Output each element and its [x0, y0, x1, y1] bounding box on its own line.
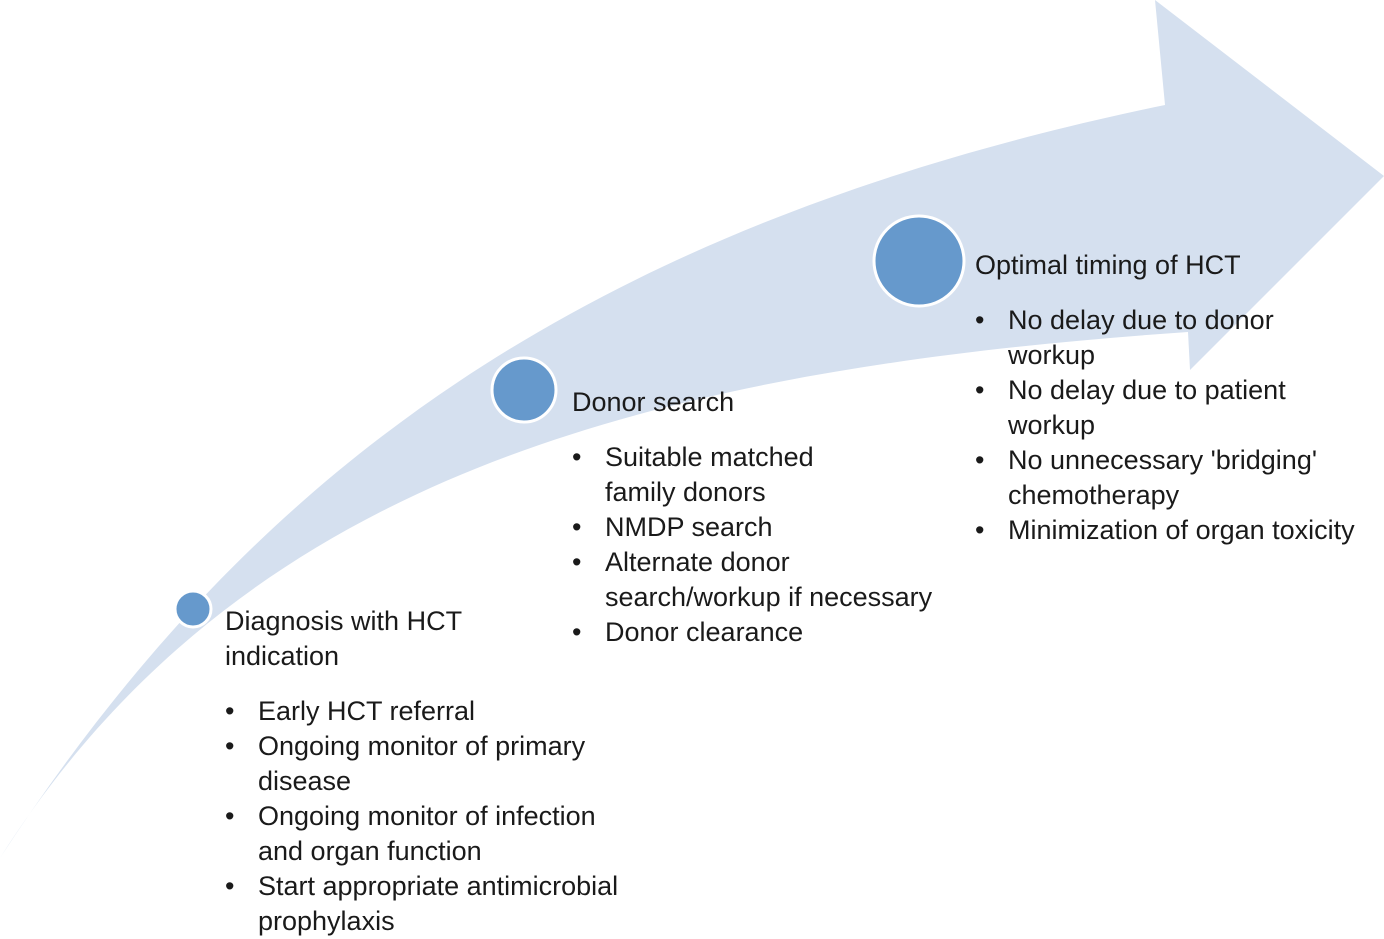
bullet-item: No unnecessary 'bridging' chemotherapy — [975, 443, 1355, 513]
bullet-item: No delay due to patient workup — [975, 373, 1355, 443]
bullet-line: disease — [258, 766, 352, 796]
stage-title-optimal-timing: Optimal timing of HCT — [975, 248, 1241, 283]
bullet-item: Suitable matched family donors — [572, 440, 932, 510]
bullet-line: family donors — [605, 477, 766, 507]
bullet-list-optimal-timing: No delay due to donor workup No delay du… — [975, 303, 1355, 548]
bullet-item: Ongoing monitor of infection and organ f… — [225, 799, 618, 869]
bullet-item: No delay due to donor workup — [975, 303, 1355, 373]
bullet-item: Early HCT referral — [225, 694, 618, 729]
bullet-line: prophylaxis — [258, 906, 395, 936]
bullet-list-donor-search: Suitable matched family donors NMDP sear… — [572, 440, 932, 650]
bullet-line: Ongoing monitor of primary — [258, 731, 586, 761]
bullet-line: No delay due to donor — [1008, 305, 1274, 335]
stage-title-line: Optimal timing of HCT — [975, 250, 1241, 280]
bullet-line: NMDP search — [605, 512, 773, 542]
bullet-line: Early HCT referral — [258, 696, 476, 726]
stage-title-line: Diagnosis with HCT — [225, 606, 463, 636]
bullet-line: search/workup if necessary — [605, 582, 933, 612]
bullet-line: workup — [1008, 410, 1096, 440]
bullet-line: Donor clearance — [605, 617, 804, 647]
bullet-line: and organ function — [258, 836, 482, 866]
curved-arrow-shape — [0, 0, 1384, 858]
stage-marker-diagnosis — [173, 589, 213, 629]
stage-title-donor-search: Donor search — [572, 385, 734, 420]
bullet-line: chemotherapy — [1008, 480, 1180, 510]
bullet-list-diagnosis: Early HCT referral Ongoing monitor of pr… — [225, 694, 618, 939]
bullet-line: Start appropriate antimicrobial — [258, 871, 619, 901]
stage-title-line: Donor search — [572, 387, 735, 417]
bullet-line: No delay due to patient — [1008, 375, 1286, 405]
stage-title-diagnosis: Diagnosis with HCT indication — [225, 604, 462, 674]
bullet-line: Minimization of organ toxicity — [1008, 515, 1355, 545]
bullet-item: NMDP search — [572, 510, 932, 545]
bullet-item: Start appropriate antimicrobial prophyla… — [225, 869, 618, 939]
bullet-line: Ongoing monitor of infection — [258, 801, 596, 831]
bullet-line: No unnecessary 'bridging' — [1008, 445, 1317, 475]
bullet-item: Donor clearance — [572, 615, 932, 650]
bullet-item: Ongoing monitor of primary disease — [225, 729, 618, 799]
stage-marker-optimal-timing — [872, 214, 966, 308]
bullet-item: Minimization of organ toxicity — [975, 513, 1355, 548]
bullet-line: Alternate donor — [605, 547, 790, 577]
bullet-line: workup — [1008, 340, 1096, 370]
stage-title-line: indication — [225, 641, 340, 671]
bullet-line: Suitable matched — [605, 442, 814, 472]
stage-marker-donor-search — [490, 356, 558, 424]
bullet-item: Alternate donor search/workup if necessa… — [572, 545, 932, 615]
